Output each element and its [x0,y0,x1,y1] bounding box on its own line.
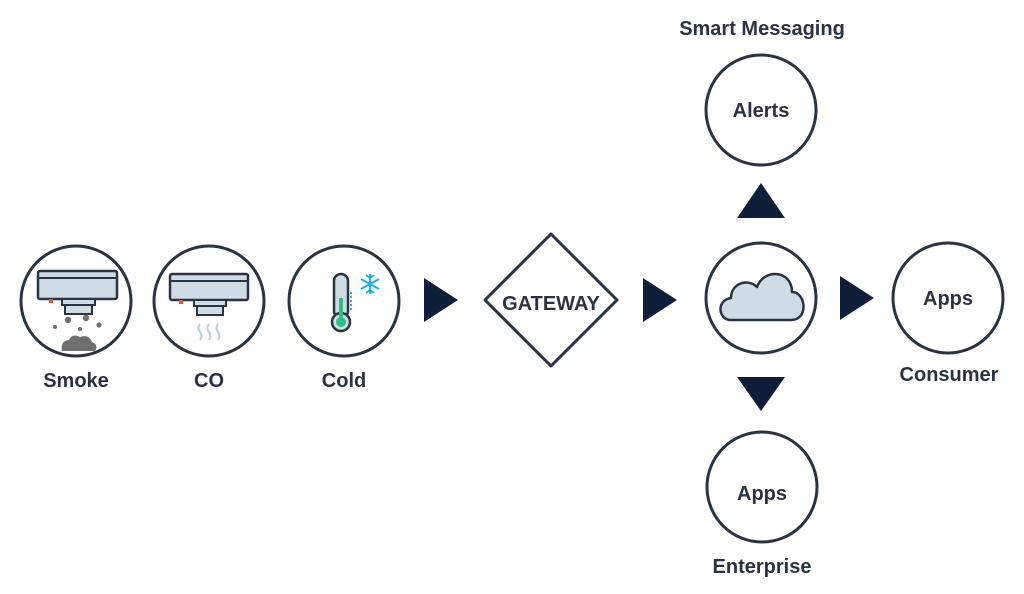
consumer-node-circle [891,241,1005,355]
smoke-caption: Smoke [43,370,109,392]
gateway-diamond [483,232,619,368]
arrow-right-icon [643,278,677,322]
alerts-label: Alerts [733,100,790,122]
gateway-node: GATEWAY [483,232,619,368]
enterprise-apps-node: Apps [705,430,819,544]
co-detector-icon [168,272,250,341]
arrow-down-icon [737,377,785,411]
consumer-caption: Consumer [899,364,999,386]
smoke-detector-icon [36,269,119,351]
arrow-right-icon [424,278,458,322]
enterprise-node-circle [705,430,819,544]
alerts-node: Alerts [704,53,818,167]
arrow-right-icon [840,276,874,320]
gateway-label: GATEWAY [502,293,600,315]
thermometer-cold-icon [330,272,380,333]
co-sensor-node [152,244,266,358]
consumer-apps-label: Apps [923,288,973,310]
enterprise-caption: Enterprise [712,556,812,578]
arrow-up-icon [737,183,785,218]
cloud-node [704,241,818,355]
consumer-apps-node: Apps [891,241,1005,355]
co-caption: CO [194,370,224,392]
cold-sensor-node [287,244,401,358]
smart-messaging-heading: Smart Messaging [679,18,845,40]
alerts-node-circle [704,53,818,167]
smoke-sensor-node [19,244,133,358]
enterprise-apps-label: Apps [737,483,787,505]
cloud-icon [719,272,805,322]
cold-caption: Cold [321,370,367,392]
